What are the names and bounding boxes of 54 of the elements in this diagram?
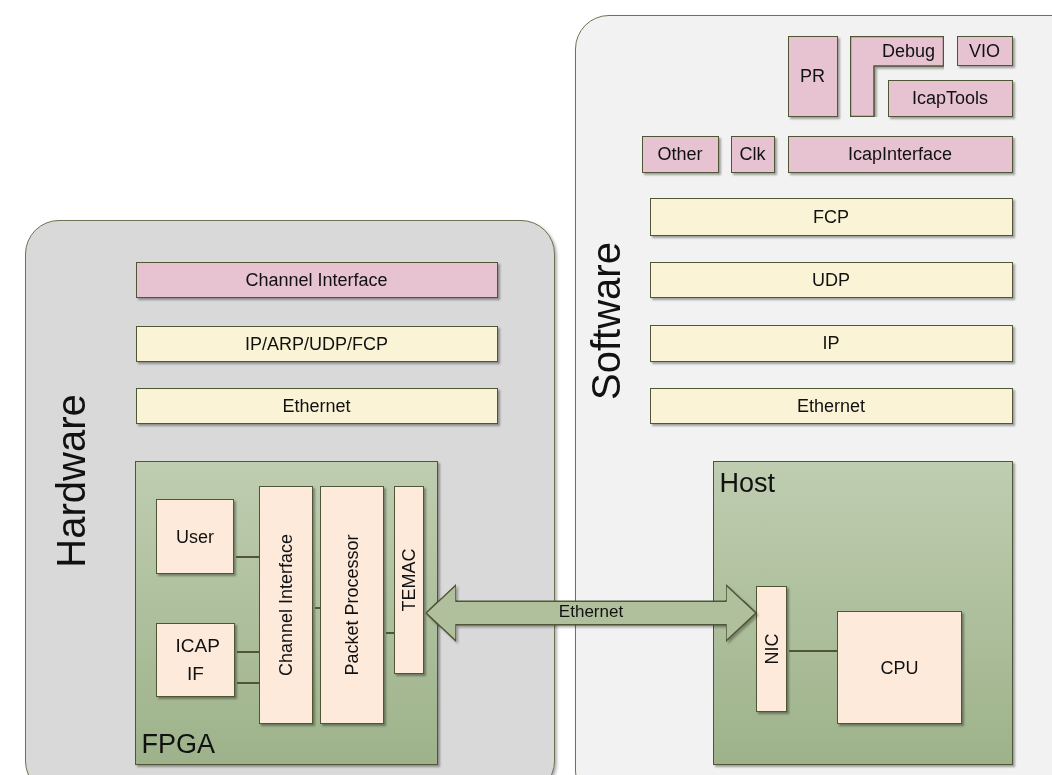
component-label: TEMAC <box>400 548 418 612</box>
layer-label: IP/ARP/UDP/FCP <box>244 333 389 354</box>
component-label: Packet Processor <box>343 534 361 676</box>
layer-box <box>649 387 1013 424</box>
module-label: Clk <box>738 143 767 165</box>
module-label: Debug <box>880 40 936 62</box>
layer-label: UDP <box>811 269 851 290</box>
module-label: Other <box>656 143 704 165</box>
module-label: VIO <box>968 40 1001 61</box>
module-box <box>787 35 838 117</box>
connector-line <box>788 650 838 652</box>
component-box <box>837 611 962 724</box>
hardware-panel <box>25 220 555 775</box>
layer-label: FCP <box>812 206 850 227</box>
group-label: Host <box>719 467 776 499</box>
edge-label: Ethernet <box>558 602 624 622</box>
layer-box <box>135 325 498 362</box>
layer-label: Ethernet <box>795 395 866 416</box>
component-label: User <box>175 526 215 547</box>
component-label: Channel Interface <box>277 533 295 677</box>
connector-line <box>235 556 260 558</box>
component-box <box>756 586 787 712</box>
panel-title: Software <box>586 242 626 400</box>
connector-line <box>385 632 395 634</box>
module-box <box>887 79 1013 117</box>
connector-line <box>236 651 260 653</box>
module-box <box>641 135 719 173</box>
panel-title: Hardware <box>51 394 91 568</box>
component-box <box>156 623 235 697</box>
host-box <box>712 460 1013 765</box>
layer-box <box>649 197 1013 236</box>
layer-box <box>649 261 1013 298</box>
group-label: FPGA <box>141 728 215 760</box>
module-label: IcapInterface <box>846 143 954 165</box>
layer-label: IP <box>821 332 841 354</box>
layer-box <box>649 324 1013 362</box>
component-label: NIC <box>762 633 781 665</box>
layer-label: Ethernet <box>281 395 352 416</box>
module-box <box>787 135 1013 173</box>
module-label: PR <box>799 65 826 87</box>
module-box <box>135 261 498 298</box>
component-box <box>156 499 234 574</box>
component-box <box>259 486 313 724</box>
component-box <box>394 486 424 674</box>
fpga-box <box>134 460 438 765</box>
module-label: Channel Interface <box>244 269 389 290</box>
module-box <box>730 135 775 173</box>
layer-box <box>135 387 498 424</box>
connector-line <box>236 682 260 684</box>
component-label: CPU <box>879 657 920 678</box>
module-label: IcapTools <box>910 87 989 109</box>
component-box <box>320 486 384 724</box>
module-box <box>956 35 1013 66</box>
connector-line <box>314 607 321 609</box>
